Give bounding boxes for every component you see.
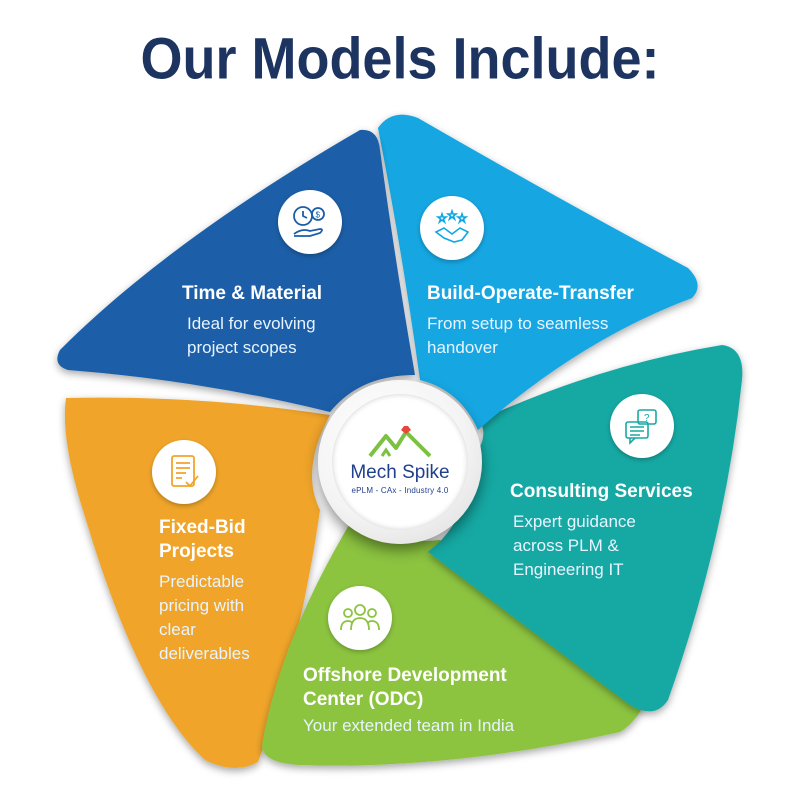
- bot-desc-1: From setup to seamless: [427, 314, 609, 333]
- time-material-icon-circle: $: [278, 190, 342, 254]
- consulting-desc-3: Engineering IT: [513, 560, 624, 579]
- fixed-bid-desc-1: Predictable: [159, 572, 245, 591]
- consulting-icon-circle: ?: [610, 394, 674, 458]
- page-title: Our Models Include:: [140, 26, 660, 92]
- clock-money-hand-icon: $: [293, 206, 325, 237]
- bot-icon-circle: [420, 196, 484, 260]
- consulting-desc-1: Expert guidance: [513, 512, 636, 531]
- chat-question-icon: ?: [625, 409, 657, 445]
- segment-odc: [262, 520, 650, 766]
- fixed-bid-title-2: Projects: [159, 541, 234, 562]
- fixed-bid-icon-circle: [152, 440, 216, 504]
- consulting-title: Consulting Services: [510, 481, 693, 502]
- bot-desc-2: handover: [427, 338, 498, 357]
- segment-time-material: [57, 129, 415, 413]
- svg-text:?: ?: [644, 413, 650, 424]
- fixed-bid-title-1: Fixed-Bid: [159, 517, 246, 538]
- fixed-bid-desc-2: pricing with: [159, 596, 245, 615]
- logo-name: Mech Spike: [350, 462, 450, 483]
- team-people-icon: [340, 604, 380, 631]
- segment-bot: [378, 114, 698, 431]
- center-hub: Mech Spike ePLM - CAx - Industry 4.0: [318, 380, 482, 544]
- logo-badge: Mech Spike ePLM - CAx - Industry 4.0: [332, 394, 468, 530]
- odc-desc-1: Your extended team in India: [303, 716, 515, 735]
- logo-tagline: ePLM - CAx - Industry 4.0: [351, 486, 449, 495]
- time-material-desc-2: project scopes: [187, 338, 297, 357]
- consulting-desc-2: across PLM &: [513, 536, 619, 555]
- time-material-title: Time & Material: [182, 283, 323, 304]
- fixed-bid-desc-4: deliverables: [159, 644, 250, 663]
- handshake-stars-icon: [434, 208, 470, 243]
- odc-icon-circle: [328, 586, 392, 650]
- document-check-icon: [171, 455, 199, 488]
- odc-title-2: Center (ODC): [303, 689, 424, 710]
- segment-fixed-bid: [64, 397, 330, 769]
- time-material-desc-1: Ideal for evolving: [187, 314, 316, 333]
- bot-title: Build-Operate-Transfer: [427, 283, 634, 304]
- odc-title-1: Offshore Development: [303, 665, 507, 686]
- mountain-logo-icon: [368, 426, 432, 458]
- svg-text:$: $: [316, 211, 321, 220]
- fixed-bid-desc-3: clear: [159, 620, 196, 639]
